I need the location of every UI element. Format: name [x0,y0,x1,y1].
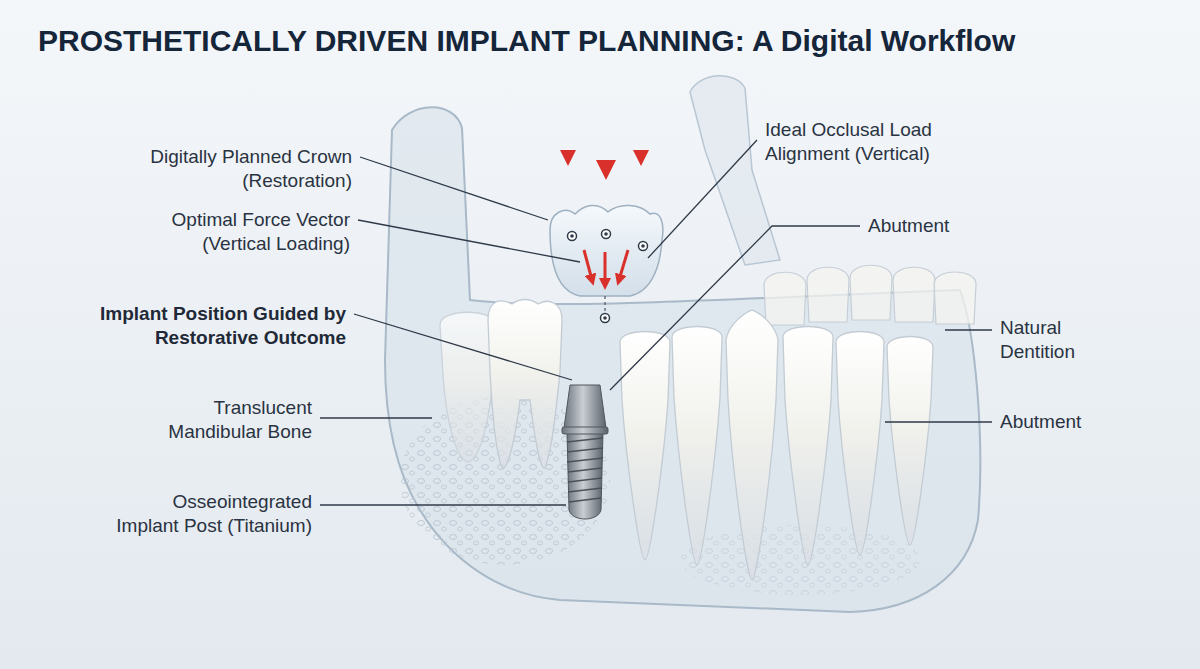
thread [567,458,603,462]
tooth [887,337,933,546]
callout-label: Digitally Planned Crown (Restoration) [112,145,352,193]
planned-crown [550,205,663,322]
contact-point [639,242,648,251]
label-slot: Ideal Occlusal Load Alignment (Vertical) [765,118,970,166]
thread [567,448,603,452]
tooth [764,272,806,325]
leader-line [885,421,992,422]
label-slot: PROSTHETICALLY DRIVEN IMPLANT PLANNING: … [38,22,1015,60]
load-arrow [604,98,609,170]
load-arrows [568,98,641,170]
tooth [836,332,884,556]
tooth [893,267,935,322]
crown [550,205,663,296]
leader-line [610,226,860,390]
leader-lines [320,140,992,505]
force-arrow [604,252,607,284]
molar [488,300,562,469]
thread [568,478,602,482]
callout-label: Abutment [868,214,1018,238]
label-slot: Optimal Force Vector (Vertical Loading) [110,208,350,256]
label-slot: Abutment [1000,410,1150,434]
thread [568,468,602,472]
contact-point [603,316,607,320]
molar [440,312,495,462]
label-slot: Osseointegrated Implant Post (Titanium) [107,490,312,538]
mandible-outline [385,107,980,612]
tooth [672,327,722,566]
load-arrow [566,110,570,158]
callout-label: Abutment [1000,410,1150,434]
load-arrow [639,110,643,158]
leader-line [360,157,548,220]
thread [567,438,603,442]
implant [562,385,608,519]
tooth [807,267,849,322]
callout-label: Osseointegrated Implant Post (Titanium) [107,490,312,538]
tooth [850,265,892,320]
leader-line [945,329,992,330]
tooth [620,332,670,561]
axis-line [604,296,605,312]
leader-line [320,504,566,505]
label-slot: Natural Dentition [1000,316,1130,364]
natural-dentition [620,310,933,580]
leader-line [354,314,572,380]
implant-collar [562,427,608,434]
leader-line [320,417,432,418]
contact-point [568,232,577,241]
force-arrow [584,250,592,280]
callout-label: Natural Dentition [1000,316,1130,364]
contact-point [604,232,608,236]
far-ramus [690,76,780,265]
callout-label: Ideal Occlusal Load Alignment (Vertical) [765,118,970,166]
label-slot: Digitally Planned Crown (Restoration) [112,145,352,193]
trabecular-bone [680,525,920,595]
label-slot: Abutment [868,214,1018,238]
diagram-title: PROSTHETICALLY DRIVEN IMPLANT PLANNING: … [38,22,1015,60]
implant-post [567,432,603,519]
contact-point [570,234,574,238]
implant-threads [567,438,603,502]
abutment [564,385,606,428]
leader-line [648,140,757,258]
label-slot: Implant Position Guided by Restorative O… [84,302,346,350]
leader-line [358,220,580,262]
left-molars [440,300,562,469]
contact-point [601,314,610,323]
tooth [783,327,833,566]
force-arrow [619,250,628,280]
thread [568,488,602,492]
tooth [934,272,976,324]
callout-label: Optimal Force Vector (Vertical Loading) [110,208,350,256]
label-slot: Translucent Mandibular Bone [142,396,312,444]
far-teeth [764,265,976,325]
contact-point [641,244,645,248]
contact-point [602,230,611,239]
callout-label: Implant Position Guided by Restorative O… [84,302,346,350]
callout-label: Translucent Mandibular Bone [142,396,312,444]
tooth [726,310,778,580]
thread [569,498,601,502]
